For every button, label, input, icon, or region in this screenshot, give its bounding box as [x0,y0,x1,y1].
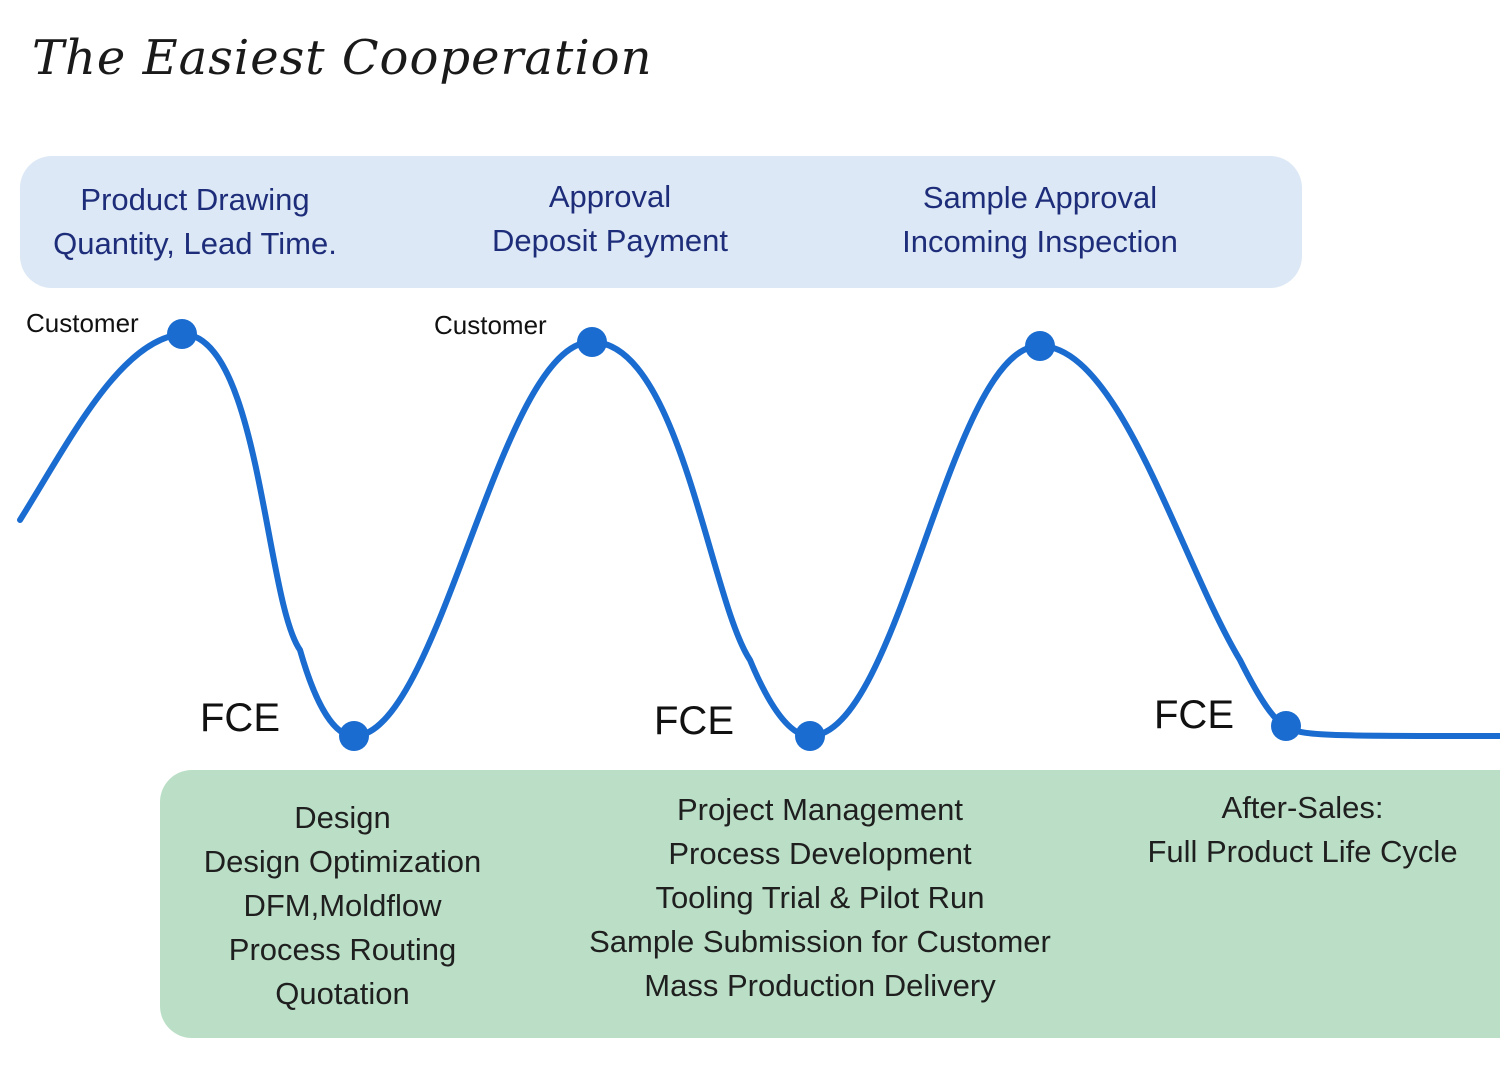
fce-service-2-line-3: Tooling Trial & Pilot Run [655,880,985,915]
customer-step-3-line-2: Incoming Inspection [902,224,1178,259]
fce-service-3-line-2: Full Product Life Cycle [1147,834,1458,869]
fce-services-panel [160,770,1500,1038]
fce-service-1: Design Design Optimization DFM,Moldflow … [180,796,505,1016]
fce-service-2-line-4: Sample Submission for Customer [589,924,1051,959]
customer-step-1: Product Drawing Quantity, Lead Time. [30,178,360,266]
fce-service-1-line-5: Quotation [275,976,410,1011]
fce-label-3: FCE [1154,693,1234,737]
customer-actions-panel [20,156,1302,288]
customer-step-2-line-1: Approval [548,179,672,214]
customer-label-2: Customer [434,310,547,340]
fce-service-2: Project Management Process Development T… [565,788,1075,1008]
fce-label-1: FCE [200,696,280,740]
fce-service-1-line-2: Design Optimization [203,844,482,879]
customer-label-1: Customer [26,308,139,338]
diagram-title: The Easiest Cooperation [32,30,653,86]
fce-service-3: After-Sales: Full Product Life Cycle [1130,786,1475,874]
wave-line [17,331,1500,739]
fce-service-2-line-5: Mass Production Delivery [644,968,996,1003]
customer-step-2: Approval Deposit Payment [440,175,780,263]
fce-service-1-line-1: Design [294,800,391,835]
customer-step-3: Sample Approval Incoming Inspection [870,176,1210,264]
fce-service-3-line-1: After-Sales: [1221,790,1384,825]
fce-service-1-line-4: Process Routing [228,932,457,967]
wave-node-fce-2 [795,721,825,751]
customer-step-1-line-2: Quantity, Lead Time. [53,226,337,261]
fce-service-1-line-3: DFM,Moldflow [243,888,442,923]
customer-step-2-line-2: Deposit Payment [491,223,729,258]
fce-label-2: FCE [654,699,734,743]
wave-node-fce-3 [1271,711,1301,741]
wave-node-customer-2 [577,327,607,357]
fce-service-2-line-2: Process Development [668,836,972,871]
wave-node-customer-1 [167,319,197,349]
fce-service-2-line-1: Project Management [676,792,964,827]
customer-step-1-line-1: Product Drawing [80,182,310,217]
customer-step-3-line-1: Sample Approval [922,180,1158,215]
wave-node-fce-1 [339,721,369,751]
wave-node-customer-3 [1025,331,1055,361]
